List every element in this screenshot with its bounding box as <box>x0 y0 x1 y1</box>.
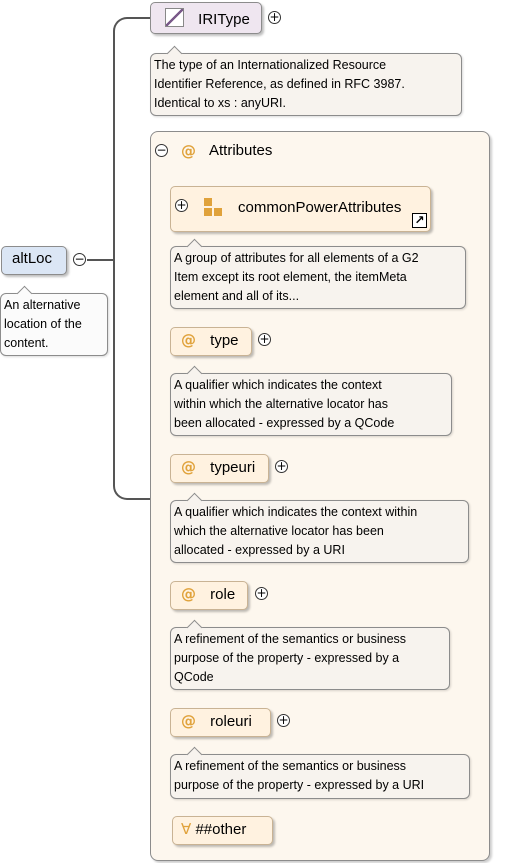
doc-line: A refinement of the semantics or busines… <box>174 632 407 646</box>
attributes-container <box>150 131 490 861</box>
any-attribute-other[interactable]: ∀ ##other <box>172 816 273 845</box>
any-attribute-label: ##other <box>195 821 247 838</box>
expand-icon[interactable]: + <box>275 459 288 473</box>
attribute-typeuri-doc: A qualifier which indicates the context … <box>170 492 469 563</box>
doc-line: QCode <box>174 670 214 684</box>
doc-line: A group of attributes for all elements o… <box>174 251 419 265</box>
doc-line: purpose of the property - expressed by a <box>174 651 400 665</box>
attribute-icon: @ <box>181 585 196 603</box>
simple-type-icon <box>165 8 184 27</box>
attribute-type-label: type <box>210 332 239 349</box>
attributes-collapse-icon[interactable]: − <box>155 143 168 157</box>
attribute-type-doc: A qualifier which indicates the context … <box>170 365 452 436</box>
reference-arrow-icon[interactable]: ↗ <box>412 213 427 228</box>
group-commonpowerattributes-doc: A group of attributes for all elements o… <box>170 238 466 309</box>
attribute-roleuri[interactable]: @ roleuri <box>170 708 271 737</box>
expand-icon[interactable]: + <box>255 586 268 600</box>
attribute-icon: @ <box>181 331 196 349</box>
doc-line: location of the <box>4 317 82 331</box>
group-commonpowerattributes[interactable]: commonPowerAttributes <box>170 186 431 232</box>
attribute-group-icon <box>204 198 224 218</box>
doc-line: been allocated - expressed by a QCode <box>174 416 395 430</box>
connector-root <box>87 259 114 261</box>
connector-tree <box>113 17 153 500</box>
attribute-roleuri-doc: A refinement of the semantics or busines… <box>170 746 470 799</box>
doc-line: element and all of its... <box>174 289 300 303</box>
doc-line: allocated - expressed by a URI <box>174 543 345 557</box>
attribute-type[interactable]: @ type <box>170 327 252 356</box>
doc-line: Identifier Reference, as defined in RFC … <box>154 77 405 91</box>
attribute-icon: @ <box>181 458 196 476</box>
doc-line: which the alternative locator has been <box>174 524 384 538</box>
doc-line: A refinement of the semantics or busines… <box>174 759 407 773</box>
attribute-typeuri-label: typeuri <box>210 459 256 476</box>
type-iritype-doc: The type of an Internationalized Resourc… <box>150 45 462 116</box>
doc-line: An alternative <box>4 298 81 312</box>
doc-line: A qualifier which indicates the context … <box>174 505 418 519</box>
doc-line: Item except its root element, the itemMe… <box>174 270 407 284</box>
element-altloc-doc: An alternative location of the content. <box>0 285 108 356</box>
doc-line: content. <box>4 336 49 350</box>
group-commonpowerattributes-label: commonPowerAttributes <box>238 199 402 216</box>
doc-line: The type of an Internationalized Resourc… <box>154 58 387 72</box>
attribute-icon: @ <box>181 142 196 160</box>
expand-icon[interactable]: + <box>258 332 271 346</box>
doc-line: purpose of the property - expressed by a… <box>174 778 425 792</box>
type-iritype-label: IRIType <box>198 11 250 28</box>
any-attribute-icon: ∀ <box>181 820 192 838</box>
doc-line: Identical to xs : anyURI. <box>154 96 287 110</box>
attributes-title: Attributes <box>209 142 273 159</box>
group-expand-icon[interactable]: + <box>175 198 188 212</box>
doc-line: A qualifier which indicates the context <box>174 378 382 392</box>
doc-line: within which the alternative locator has <box>174 397 389 411</box>
element-altloc[interactable]: altLoc <box>1 246 67 275</box>
attribute-role[interactable]: @ role <box>170 581 248 610</box>
attribute-roleuri-label: roleuri <box>210 713 252 730</box>
attribute-role-label: role <box>210 586 236 603</box>
type-iritype[interactable]: IRIType <box>150 2 262 34</box>
element-altloc-label: altLoc <box>12 250 53 267</box>
attribute-typeuri[interactable]: @ typeuri <box>170 454 269 483</box>
expand-icon[interactable]: + <box>268 10 281 24</box>
attribute-icon: @ <box>181 712 196 730</box>
collapse-icon[interactable]: − <box>73 252 86 266</box>
attribute-role-doc: A refinement of the semantics or busines… <box>170 619 450 690</box>
expand-icon[interactable]: + <box>277 713 290 727</box>
